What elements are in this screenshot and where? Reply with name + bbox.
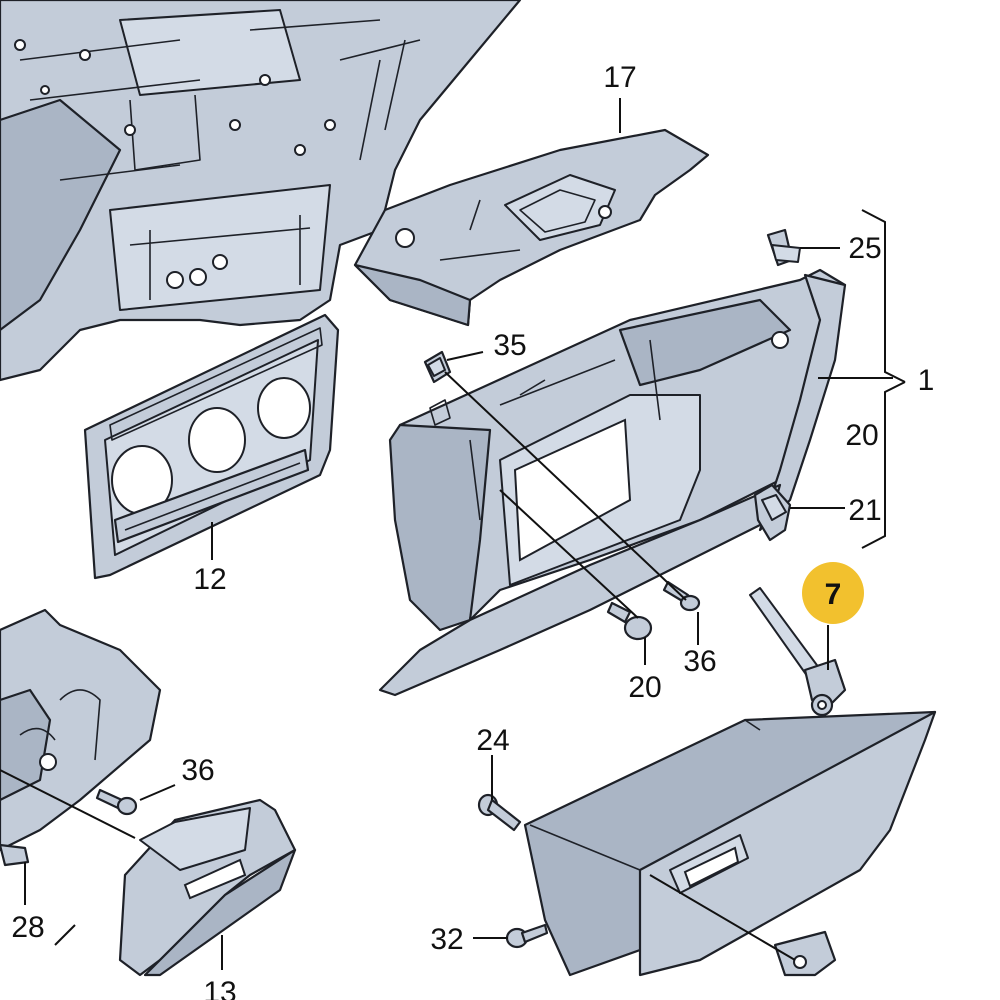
callout-7: 7 (825, 578, 842, 611)
dashboard-carrier (0, 0, 522, 382)
callout-20-bracket: 20 (845, 419, 878, 452)
cover-panel (353, 128, 710, 327)
screw-36-left (95, 788, 138, 816)
callout-13: 13 (203, 976, 236, 1000)
clip-35 (423, 350, 452, 384)
callout-28: 28 (11, 911, 44, 944)
callout-17: 17 (603, 61, 636, 94)
callout-24: 24 (476, 724, 509, 757)
glovebox-lid (523, 710, 937, 977)
storage-compartment (118, 798, 297, 977)
screw-24 (477, 793, 522, 832)
lower-left-assembly (0, 608, 162, 867)
callout-32: 32 (430, 923, 463, 956)
glovebox-housing (378, 268, 847, 697)
screw-32 (505, 923, 549, 949)
callout-25: 25 (848, 232, 881, 265)
callout-36-right: 36 (683, 645, 716, 678)
callout-20-bolt: 20 (628, 671, 661, 704)
bolt-20 (606, 601, 653, 641)
callout-36-left: 36 (181, 754, 214, 787)
trim-frame (83, 313, 340, 580)
bracket-21 (753, 483, 792, 542)
callout-12: 12 (193, 563, 226, 596)
leader-lines (0, 98, 906, 970)
callout-1: 1 (918, 364, 935, 397)
damper-rod (749, 587, 847, 717)
clip-25 (766, 228, 801, 267)
callout-21: 21 (848, 494, 881, 527)
callout-35: 35 (493, 329, 526, 362)
highlight-circle (802, 562, 864, 624)
